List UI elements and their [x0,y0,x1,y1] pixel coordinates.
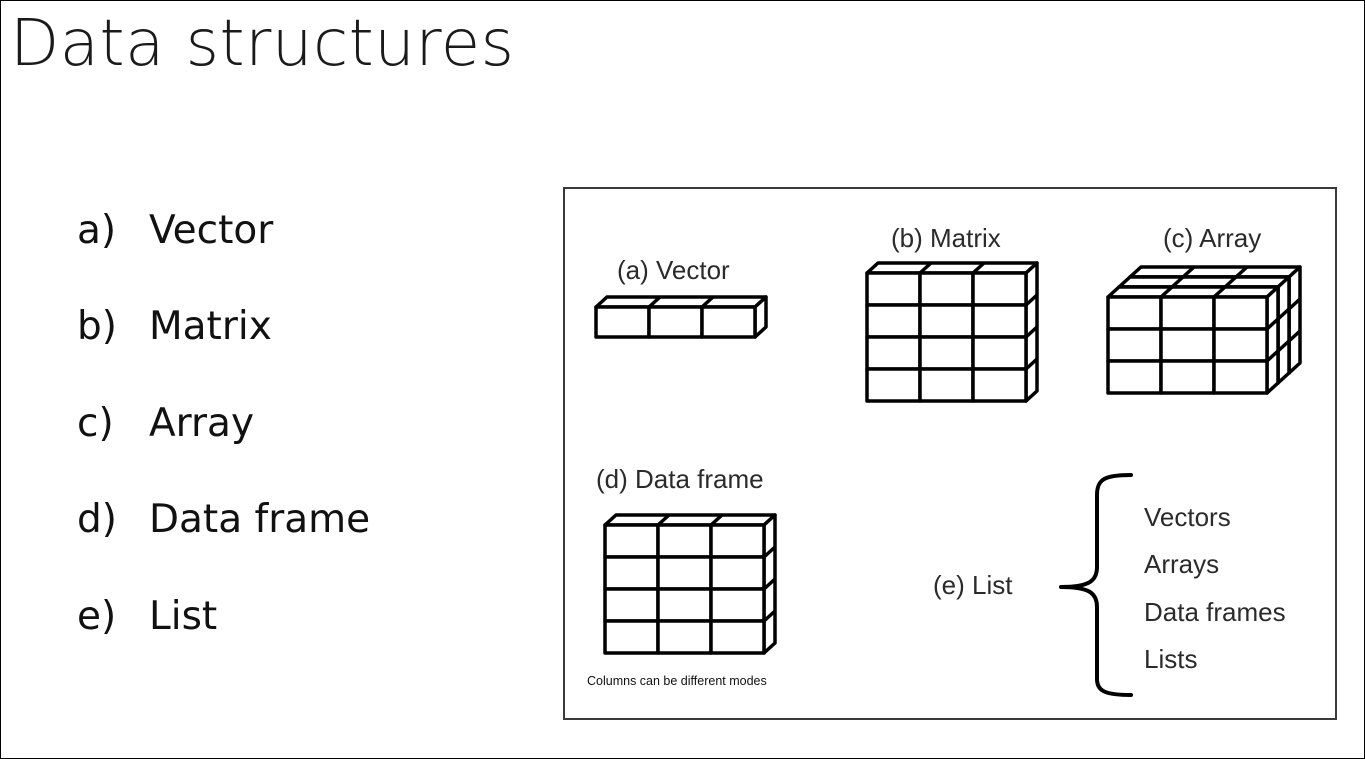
grid-cell [865,271,922,307]
bullet-marker: a) [77,208,117,253]
grid-cell [918,271,975,307]
grid-cell [1159,295,1216,331]
grid-side-divider [1024,293,1039,307]
bullet-marker: c) [77,401,114,446]
grid-cell [700,305,757,339]
grid-cell [1106,295,1163,331]
grid-side-divider [1265,349,1280,363]
grid-cell [971,367,1028,403]
bullet-text: Array [149,401,255,446]
grid-cell [656,555,713,591]
grid-cell [918,367,975,403]
grid-cell [918,335,975,371]
list-item-lists: Lists [1144,644,1197,674]
grid-cell [865,303,922,339]
grid-cell [1159,359,1216,395]
grid-cell [709,555,766,591]
array-label: (c) Array [1163,223,1261,253]
grid-side-divider [1024,357,1039,371]
grid-cell [1106,327,1163,363]
grid-side-divider [762,577,777,591]
figure-canvas: (a) Vector (b) Matrix (c) Array (d) Data… [587,223,1302,697]
grid-side-divider [1024,325,1039,339]
array-grid-icon [1106,265,1302,395]
grid-cell [971,335,1028,371]
list-label: (e) List [933,570,1013,600]
grid-side-divider [1287,329,1302,343]
grid-cell [603,523,660,559]
bullet-marker: e) [77,594,117,639]
grid-cell [1159,327,1216,363]
grid-cell [865,367,922,403]
grid-side-divider [1276,339,1291,353]
list-brace-icon [1059,473,1133,697]
list-item-vectors: Vectors [1144,502,1231,532]
grid-cell [594,305,651,339]
grid-cell [865,335,922,371]
grid-cell [603,587,660,623]
grid-cell [1106,359,1163,395]
grid-cell [918,303,975,339]
vector-grid-icon [594,295,768,339]
grid-side-divider [1287,297,1302,311]
grid-cell [1212,359,1269,395]
bullet-marker: b) [77,304,117,349]
matrix-label: (b) Matrix [891,223,1001,253]
grid-cell [971,271,1028,307]
bullet-text: List [149,594,218,639]
dataframe-caption: Columns can be different modes [587,674,767,688]
grid-cell [709,587,766,623]
vector-label: (a) Vector [617,255,730,285]
bullet-text: Matrix [149,304,272,349]
grid-side-divider [762,545,777,559]
list-item-arrays: Arrays [1144,549,1219,579]
grid-cell [603,555,660,591]
bullet-text: Vector [149,208,274,253]
bullet-marker: d) [77,497,117,542]
grid-cell [1212,295,1269,331]
dataframe-grid-icon [603,513,777,655]
grid-side-divider [1276,307,1291,321]
grid-cell [603,619,660,655]
grid-cell [656,523,713,559]
grid-cell [656,619,713,655]
grid-cell [1212,327,1269,363]
grid-cell [656,587,713,623]
bullet-text: Data frame [149,497,371,542]
grid-side-divider [762,609,777,623]
grid-side-divider [1265,317,1280,331]
slide-title: Data structures [10,7,515,81]
dataframe-label: (d) Data frame [596,464,764,494]
grid-cell [971,303,1028,339]
matrix-grid-icon [865,261,1039,403]
list-item-data-frames: Data frames [1144,597,1286,627]
grid-cell [647,305,704,339]
grid-cell [709,523,766,559]
grid-cell [709,619,766,655]
data-structures-figure: (a) Vector (b) Matrix (c) Array (d) Data… [563,187,1337,720]
